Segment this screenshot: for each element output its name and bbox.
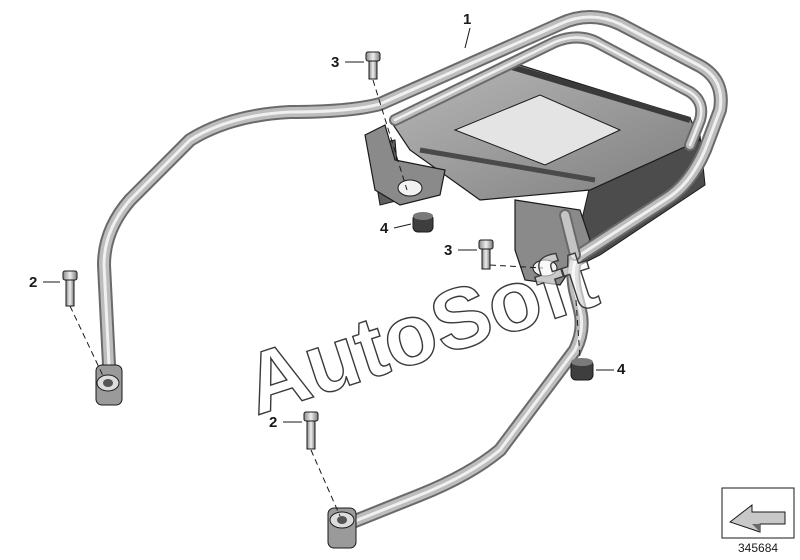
diagram-number: 345684 — [738, 541, 779, 555]
bolt-top — [365, 51, 408, 191]
bottom-foot-mount — [327, 507, 357, 549]
bolt-bottom — [303, 411, 341, 517]
orientation-arrow-box — [721, 487, 795, 539]
callout-1: 1 — [463, 11, 472, 28]
nut-upper — [412, 212, 434, 233]
watermark-text: AutoSoft — [233, 230, 608, 433]
callout-4-lower: 4 — [617, 361, 626, 378]
callout-3-middle: 3 — [444, 242, 453, 259]
nut-lower — [570, 299, 594, 381]
bolt-middle — [478, 239, 544, 270]
callout-2-bottom: 2 — [269, 414, 278, 431]
bolt-left — [62, 270, 105, 379]
callout-2-left: 2 — [29, 274, 38, 291]
luggage-rack-frame — [95, 10, 728, 549]
callout-3-top: 3 — [331, 54, 340, 71]
callout-4-upper: 4 — [380, 220, 389, 237]
left-foot-mount — [95, 364, 123, 406]
leader-lines — [43, 27, 614, 423]
